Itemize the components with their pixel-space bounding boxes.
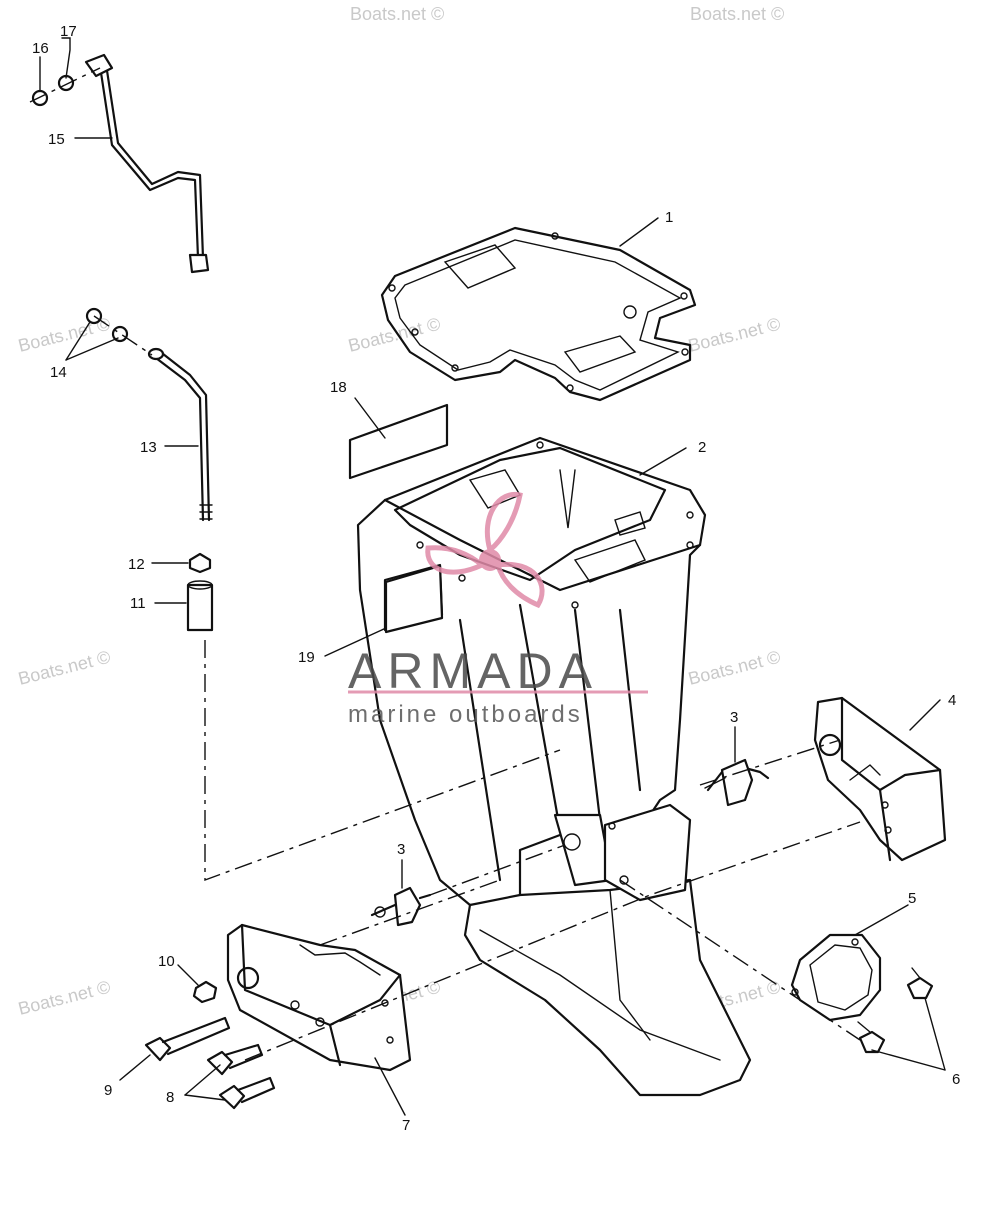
watermark: Boats.net © [16, 647, 112, 689]
part-decal-19 [384, 564, 444, 634]
part-link-rod-15 [84, 53, 210, 274]
watermark: Boats.net © [350, 4, 444, 24]
part-spacer-11 [186, 580, 214, 632]
part-side-bracket-7 [226, 923, 412, 1072]
propeller-logo-icon [425, 491, 545, 609]
part-washer-16 [31, 89, 49, 107]
callout-12: 12 [128, 556, 145, 573]
part-bolt-9 [144, 1016, 231, 1062]
callout-9: 9 [104, 1082, 112, 1099]
watermark: Boats.net © [686, 647, 782, 689]
callout-17: 17 [60, 23, 77, 40]
callout-11: 11 [130, 595, 146, 612]
part-screws-6 [857, 967, 934, 1054]
part-nut-12 [188, 552, 212, 574]
part-nut-10 [192, 980, 218, 1004]
watermark: Boats.net © [16, 977, 112, 1019]
callout-16: 16 [32, 40, 49, 57]
armada-logo: ARMADA marine outboards [348, 491, 648, 728]
watermark: Boats.net © [686, 314, 782, 356]
logo-tagline: marine outboards [348, 701, 583, 728]
callout-3: 3 [397, 841, 405, 858]
part-bolts-8 [206, 1043, 276, 1110]
part-gasket [380, 226, 697, 402]
callout-8: 8 [166, 1089, 174, 1106]
callout-14: 14 [50, 364, 67, 381]
callout-2: 2 [698, 439, 706, 456]
callout-15: 15 [48, 131, 65, 148]
callout-13: 13 [140, 439, 157, 456]
callout-10: 10 [158, 953, 175, 970]
callout-4: 4 [948, 692, 956, 709]
leader-lines [39, 37, 946, 1116]
part-rubber-mount-3b [370, 886, 432, 927]
callout-3: 3 [730, 709, 738, 726]
part-rod-13 [147, 347, 213, 522]
part-mount-bracket-4 [813, 696, 947, 862]
callout-7: 7 [402, 1117, 410, 1134]
part-decal-18 [348, 403, 449, 480]
part-cover-5 [790, 933, 882, 1022]
callout-18: 18 [330, 379, 347, 396]
assembly-lines [29, 67, 861, 1061]
watermark: Boats.net © [690, 4, 784, 24]
logo-name: ARMADA [348, 643, 598, 699]
callout-5: 5 [908, 890, 916, 907]
callout-19: 19 [298, 649, 315, 666]
callouts: 1 2 3 3 4 5 6 7 8 9 10 11 12 13 14 15 16… [32, 23, 960, 1134]
callout-6: 6 [952, 1071, 960, 1088]
callout-1: 1 [665, 209, 673, 226]
